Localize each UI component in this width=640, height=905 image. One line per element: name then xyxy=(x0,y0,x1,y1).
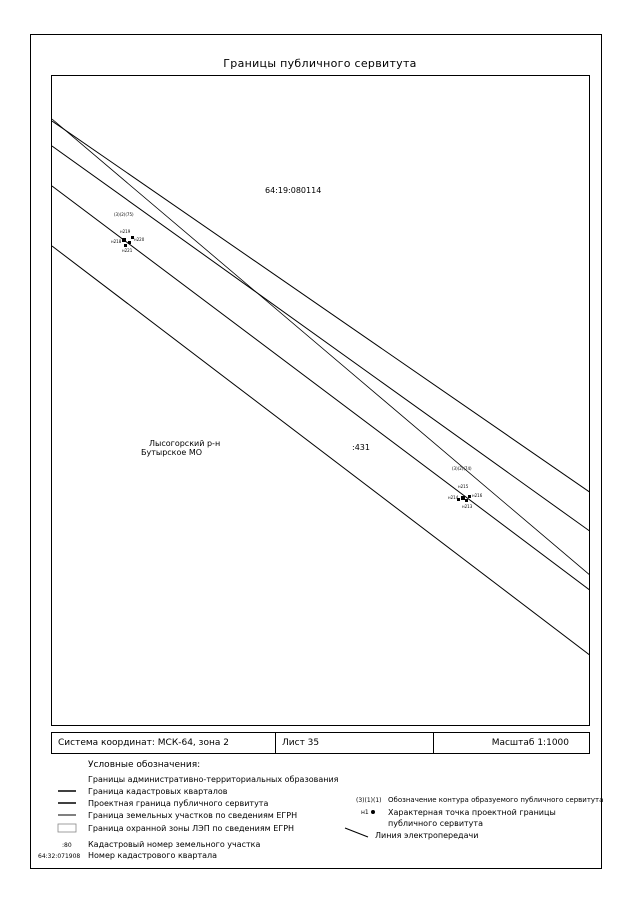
legend-egrn-boundary: Граница земельных участков по сведениям … xyxy=(88,811,298,820)
legend-point-desc-2: публичного сервитута xyxy=(388,819,483,828)
legend-quarter-number-symbol: 64:32:071908 xyxy=(38,853,81,860)
contour-2-points xyxy=(457,495,471,502)
contour-2-point-a: н215 xyxy=(458,484,469,489)
legend-admin-boundary: Границы административно-территориальных … xyxy=(88,775,339,784)
drawing-title: Границы публичного сервитута xyxy=(223,57,417,70)
contour-1-points xyxy=(122,236,134,247)
contour-2-point-c: н216 xyxy=(472,493,483,498)
power-line xyxy=(52,118,589,575)
legend-parcel-number: Кадастровый номер земельного участка xyxy=(88,840,261,849)
legend-title: Условные обозначения: xyxy=(88,760,201,770)
legend-power-line: Линия электропередачи xyxy=(375,831,479,840)
coord-system: Система координат: МСК-64, зона 2 xyxy=(52,733,276,753)
parcel-label: :431 xyxy=(352,443,370,452)
contour-1-label: (3)(2)(75) xyxy=(114,212,134,217)
scale: Масштаб 1:1000 xyxy=(491,738,569,748)
contour-1-point-d: н221 xyxy=(122,248,133,253)
contour-2-point-b: н214 xyxy=(448,495,459,500)
region-label: Лысогорский р-н xyxy=(149,439,221,448)
contour-1-point-b: н218 xyxy=(111,239,122,244)
municipality-label: Бутырское МО xyxy=(141,448,203,457)
map-area: 64:19:080114 Лысогорский р-н Бутырское М… xyxy=(51,75,590,726)
map-lines xyxy=(52,118,589,656)
boundary-line-4 xyxy=(52,245,589,656)
legend-servitude-boundary: Проектная граница публичного сервитута xyxy=(88,799,269,808)
legend-lep-zone: Граница охранной зоны ЛЭП по сведениям Е… xyxy=(88,824,295,833)
legend-point-symbol: н1 xyxy=(361,809,369,816)
legend-parcel-number-symbol: :80 xyxy=(62,842,72,849)
legend-point-desc-1: Характерная точка проектной границы xyxy=(388,808,556,817)
boundary-line-2 xyxy=(52,145,589,532)
drawing-sheet-frame xyxy=(30,34,602,869)
boundary-line-3 xyxy=(52,185,589,591)
title-block: Система координат: МСК-64, зона 2 Лист 3… xyxy=(51,732,590,754)
contour-2-label: (3)(2)(74) xyxy=(452,466,472,471)
contour-2-point-d: н213 xyxy=(462,504,473,509)
legend-quarter-boundary: Граница кадастровых кварталов xyxy=(88,787,228,796)
sheet-number: Лист 35 xyxy=(276,733,434,753)
legend-contour-desc: Обозначение контура образуемого публично… xyxy=(388,796,604,804)
boundary-line-1 xyxy=(52,120,589,493)
legend-contour-symbol: (3)(1)(1) xyxy=(356,797,382,804)
contour-1-point-c: н220 xyxy=(134,237,145,242)
quarter-number-label: 64:19:080114 xyxy=(265,186,322,195)
legend-quarter-number: Номер кадастрового квартала xyxy=(88,851,218,860)
contour-1-point-a: н219 xyxy=(120,229,131,234)
